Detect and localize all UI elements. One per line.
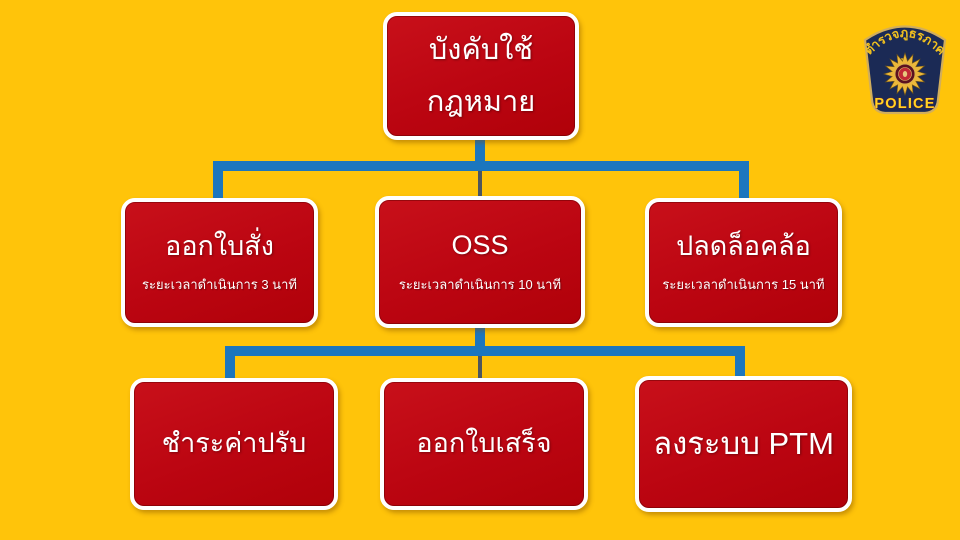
connector-level2-middle-drop — [478, 171, 482, 198]
node-title: ชำระค่าปรับ — [161, 428, 307, 459]
node-subtitle: ระยะเวลาดำเนินการ 15 นาที — [662, 277, 825, 293]
connector-level3-right-drop — [735, 350, 745, 378]
connector-level3-horizontal — [225, 346, 745, 356]
node-title: ออกใบเสร็จ — [416, 428, 552, 459]
connector-level3-left-drop — [225, 350, 235, 378]
badge-star-emblem — [882, 51, 928, 97]
node-record-ptm: ลงระบบ PTM — [635, 376, 852, 512]
node-title-line1: บังคับใช้ — [428, 33, 534, 66]
connector-level2-right-drop — [739, 165, 749, 198]
node-issue-ticket: ออกใบสั่ง ระยะเวลาดำเนินการ 3 นาที — [121, 198, 318, 327]
connector-oss-stub — [475, 326, 485, 352]
node-unlock-wheel: ปลดล็อคล้อ ระยะเวลาดำเนินการ 15 นาที — [645, 198, 842, 327]
connector-level3-middle-drop — [478, 356, 482, 378]
node-oss: OSS ระยะเวลาดำเนินการ 10 นาที — [375, 196, 585, 328]
node-title: ปลดล็อคล้อ — [676, 230, 811, 261]
node-enforce-law: บังคับใช้ กฎหมาย — [383, 12, 579, 140]
police-badge-svg: ตำรวจภูธรภาค ๖ POLICE — [862, 25, 948, 115]
node-subtitle: ระยะเวลาดำเนินการ 3 นาที — [142, 277, 297, 293]
node-issue-receipt: ออกใบเสร็จ — [380, 378, 588, 510]
police-text: POLICE — [874, 96, 935, 112]
node-title: ออกใบสั่ง — [165, 230, 274, 261]
node-title: ลงระบบ PTM — [653, 425, 834, 461]
connector-root-stub — [475, 138, 485, 168]
node-title-line2: กฎหมาย — [426, 86, 536, 118]
connector-level2-horizontal — [213, 161, 749, 171]
police-badge-logo: ตำรวจภูธรภาค ๖ POLICE — [858, 8, 952, 122]
node-pay-fine: ชำระค่าปรับ — [130, 378, 338, 510]
connector-level2-left-drop — [213, 165, 223, 198]
node-title: OSS — [451, 230, 509, 261]
node-subtitle: ระยะเวลาดำเนินการ 10 นาที — [398, 276, 562, 292]
